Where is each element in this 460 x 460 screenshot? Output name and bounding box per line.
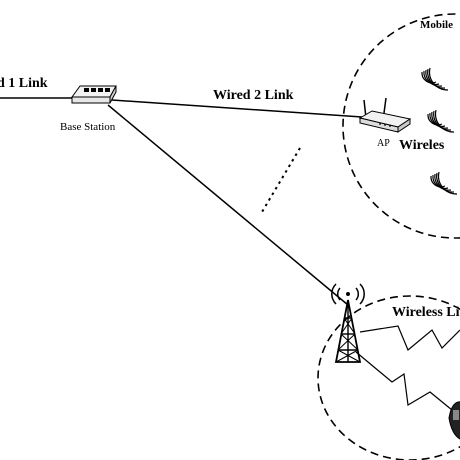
wireless-lower-label: Wireless Li <box>392 305 460 320</box>
wireless-signal-icon <box>421 67 449 91</box>
wired-2-link-label: Wired 2 Link <box>213 88 294 103</box>
base-to-tower-line <box>107 104 349 306</box>
mobile-coverage-region <box>342 13 460 239</box>
wireless-link-bolt-lower <box>355 351 453 411</box>
network-switch-icon <box>71 85 117 104</box>
wireless-upper-label: Wireles <box>399 138 445 153</box>
tower-coverage-region <box>317 295 460 460</box>
wired-2-link-line <box>111 99 363 118</box>
mobile-phone-icon <box>448 401 460 440</box>
wireless-signal-icon <box>430 171 458 195</box>
ap-label: AP <box>377 138 390 149</box>
wireless-link-bolt-upper <box>359 325 460 351</box>
mobile-label: Mobile <box>420 19 453 31</box>
wired-1-link-label: d 1 Link <box>0 76 48 91</box>
cell-tower-icon <box>331 283 365 363</box>
base-station-label: Base Station <box>60 121 116 133</box>
wireless-signal-icon <box>427 109 455 133</box>
wireless-router-icon <box>358 97 412 133</box>
ellipsis-dots <box>261 147 301 213</box>
